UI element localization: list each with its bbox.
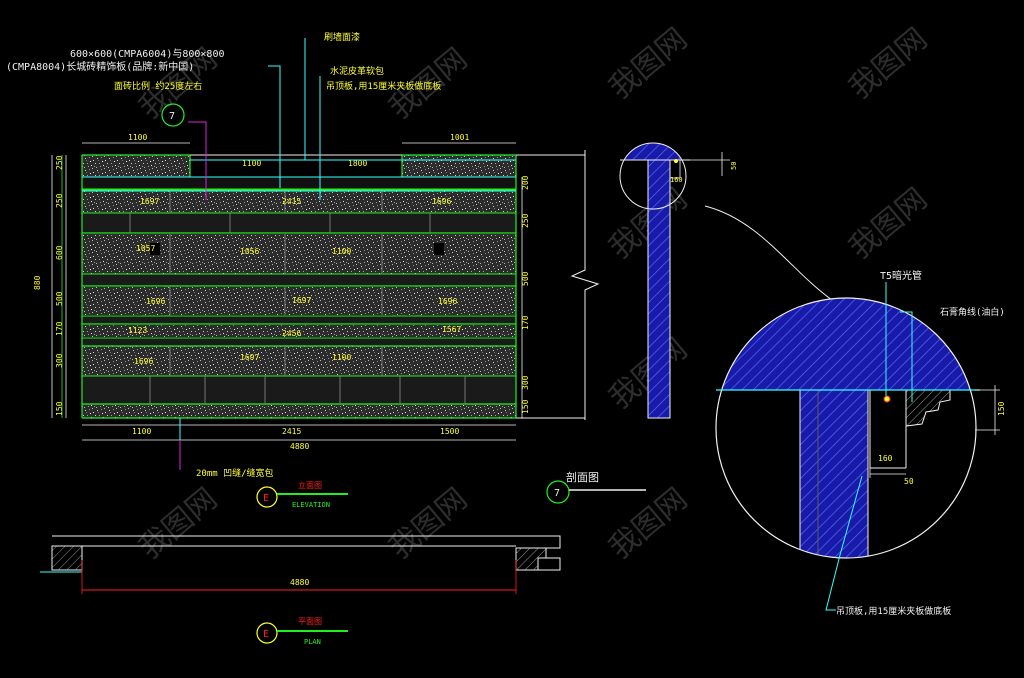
tile-label: 1697 — [140, 197, 159, 206]
detail-dimension: 150 — [997, 401, 1006, 416]
tile-label: 1056 — [240, 247, 259, 256]
tile-label: 1696 — [438, 297, 457, 306]
dimension-label: 500 — [55, 291, 64, 306]
tile-label: 2415 — [282, 197, 301, 206]
tile-row — [82, 325, 516, 337]
tile-spec-line1: 600×600(CMPA6004)与800×800 — [70, 48, 225, 60]
watermark: 我图网 — [383, 481, 474, 566]
wall-note: 刷墙面漆 — [324, 31, 360, 43]
section-dimension: 160 — [670, 176, 683, 184]
watermark: 我图网 — [133, 481, 224, 566]
tile-label: 1123 — [128, 326, 147, 335]
watermark: 我图网 — [603, 481, 694, 566]
ref-letter: E — [263, 629, 269, 640]
section-title: 剖面图 — [566, 470, 599, 484]
tile-label: 1100 — [242, 159, 261, 168]
ceiling-note: 吊顶板,用15厘米夹板做底板 — [326, 80, 441, 92]
detail-dimension: 50 — [904, 477, 914, 486]
elevation-title-tag: E 立面图 ELEVATION — [256, 480, 348, 509]
elevation-en: ELEVATION — [292, 501, 330, 509]
dimension-label: 150 — [521, 399, 530, 414]
tile-band — [81, 176, 517, 190]
t5-note: T5暗光管 — [880, 269, 922, 282]
detail-ceiling-note: 吊顶板,用15厘米夹板做底板 — [836, 605, 951, 617]
detail-view: 160 50 150 T5暗光管 石膏角线(油白) 吊顶板,用15厘米夹板做底板 — [715, 269, 1006, 617]
dimension-label: 170 — [521, 315, 530, 330]
ref-number: 7 — [169, 111, 175, 122]
leather-note: 水泥皮革软包 — [330, 65, 384, 77]
tile-row — [82, 346, 516, 376]
tile-label: 1696 — [134, 357, 153, 366]
elevation-dimensions — [51, 142, 523, 441]
tile-label: 1696 — [432, 197, 451, 206]
dimension-label: 250 — [55, 155, 64, 170]
dimension-label: 1100 — [132, 427, 151, 436]
dimension-label: 1001 — [450, 133, 469, 142]
section-title-tag: 7 剖面图 — [546, 470, 646, 504]
tile-label: 1100 — [332, 353, 351, 362]
ref-number: 7 — [554, 488, 560, 499]
ref-letter: E — [263, 493, 269, 504]
stone-note: 面砖比例 约25度左右 — [114, 80, 202, 92]
dimension-label: 880 — [33, 275, 42, 290]
tile-row — [82, 155, 190, 177]
tile-band — [81, 273, 517, 287]
detail-dimension: 160 — [878, 454, 893, 463]
detail-ref-7-top: 7 — [161, 103, 185, 127]
section-view: 160 50 — [619, 142, 738, 419]
tile-band — [81, 337, 517, 347]
plan-cn: 平面图 — [298, 617, 322, 626]
tile-label: 1697 — [292, 296, 311, 305]
tile-row — [82, 234, 516, 274]
dimension-label: 500 — [521, 271, 530, 286]
tile-band — [81, 212, 517, 234]
watermark: 我图网 — [843, 21, 934, 106]
gap-note: 20mm 凹缝/缝宽包 — [196, 467, 274, 479]
dimension-label: 250 — [521, 213, 530, 228]
tile-label: 1100 — [332, 247, 351, 256]
tile-spec-line2: (CMPA8004)长城砖精饰板(品牌:新中国) — [6, 60, 194, 73]
dimension-label: 170 — [55, 321, 64, 336]
elevation-cn: 立面图 — [298, 480, 322, 490]
plan-title-tag: E 平面图 PLAN — [256, 617, 348, 646]
tile-band — [81, 315, 517, 325]
plan-dimension: 4880 — [290, 578, 309, 587]
dimension-label: 300 — [521, 375, 530, 390]
tile-label: 2456 — [282, 329, 301, 338]
plan-en: PLAN — [304, 638, 321, 646]
tile-label: 1696 — [146, 297, 165, 306]
tile-band — [81, 375, 517, 405]
elevation-wall: 1100 1800 1697 2415 1696 1057 1056 1100 … — [81, 150, 600, 420]
detail-leader-curve — [704, 205, 833, 301]
dimension-label: 2415 — [282, 427, 301, 436]
tile-label: 1567 — [442, 325, 461, 334]
tile-label: 1057 — [136, 244, 155, 253]
tile-row — [82, 404, 516, 418]
dimension-label: 4880 — [290, 442, 309, 451]
dimension-label: 1100 — [128, 133, 147, 142]
dimension-label: 200 — [521, 175, 530, 190]
dimension-label: 600 — [55, 245, 64, 260]
tile-label: 1800 — [348, 159, 367, 168]
plaster-note: 石膏角线(油白) — [940, 306, 1005, 318]
tile-label: 1697 — [240, 353, 259, 362]
dimension-label: 1500 — [440, 427, 459, 436]
section-dimension: 50 — [730, 162, 738, 170]
tile-row — [82, 191, 516, 213]
dimension-label: 250 — [55, 193, 64, 208]
dimension-label: 300 — [55, 353, 64, 368]
watermark: 我图网 — [843, 181, 934, 266]
tile-row — [402, 155, 516, 177]
plan-view: 4880 — [40, 535, 561, 594]
watermark: 我图网 — [603, 21, 694, 106]
dimension-label: 150 — [55, 401, 64, 416]
tile-row — [82, 287, 516, 315]
